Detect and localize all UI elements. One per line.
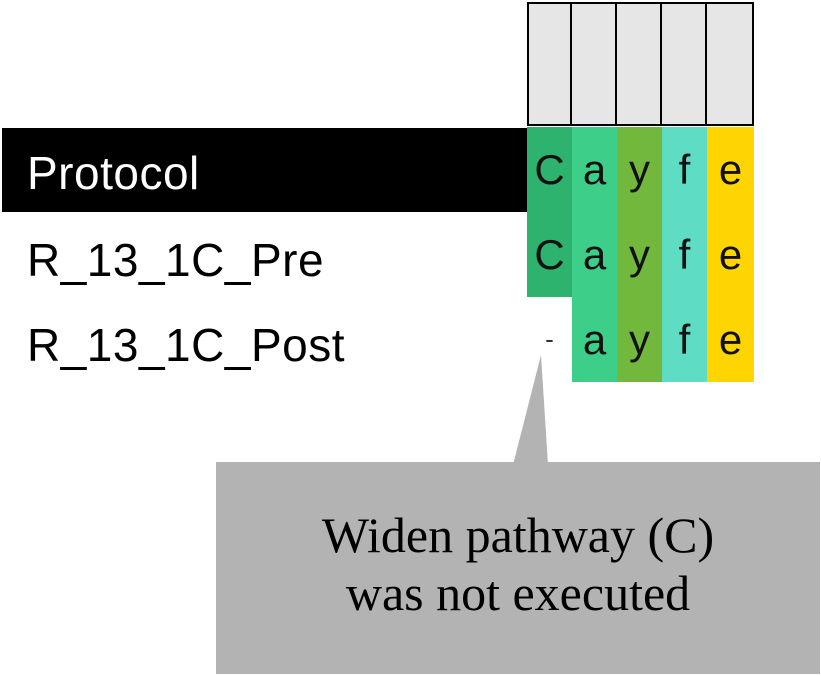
cell-protocol-e: e	[707, 127, 754, 212]
row-label-post: R_13_1C_Post	[27, 319, 345, 371]
callout-line-2: was not executed	[345, 565, 691, 621]
cell-pre-a: a	[572, 212, 617, 297]
cell-post-y: y	[617, 297, 662, 382]
cell-protocol-f: f	[662, 127, 707, 212]
callout-box	[216, 462, 820, 674]
callout-line-1: Widen pathway (C)	[321, 507, 715, 563]
cell-pre-f: f	[662, 212, 707, 297]
cell-post-e: e	[707, 297, 754, 382]
callout-text: Widen pathway (C) was not executed	[216, 506, 820, 622]
cell-pre-e: e	[707, 212, 754, 297]
column-header-2	[572, 2, 617, 126]
column-header-3	[617, 2, 662, 126]
cell-post-a: a	[572, 297, 617, 382]
row-label-pre: R_13_1C_Pre	[27, 234, 325, 286]
protocol-header-bar	[2, 128, 528, 212]
row-label-protocol: Protocol	[27, 147, 200, 199]
cell-pre-y: y	[617, 212, 662, 297]
column-header-4	[662, 2, 707, 126]
column-header-1	[527, 2, 572, 126]
cell-protocol-C: C	[527, 127, 572, 212]
column-header-5	[707, 2, 754, 126]
cell-protocol-y: y	[617, 127, 662, 212]
cell-post-f: f	[662, 297, 707, 382]
cell-pre-C: C	[527, 212, 572, 297]
missing-step-marker: -	[545, 324, 554, 354]
cell-protocol-a: a	[572, 127, 617, 212]
